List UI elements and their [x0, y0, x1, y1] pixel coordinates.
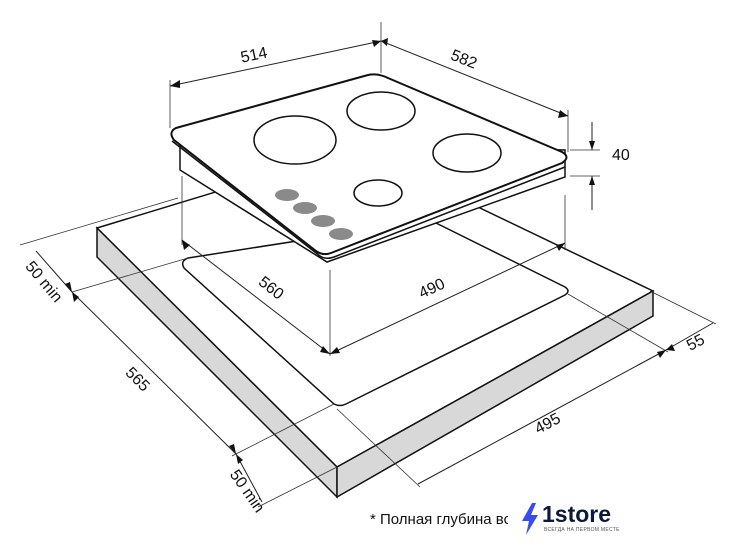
burner-rear-left — [253, 115, 337, 165]
logo-name: 1store — [542, 501, 612, 527]
burner-rear-right — [346, 91, 416, 131]
knob-3 — [311, 215, 335, 227]
burner-front-right — [432, 133, 502, 173]
dim-line-50-left — [35, 250, 73, 293]
knob-4 — [329, 228, 353, 240]
dimension-lines — [35, 38, 714, 503]
label-right-clearance: 55 — [684, 331, 708, 354]
knob-2 — [293, 202, 317, 214]
hob-front-edge — [171, 140, 566, 260]
knob-1 — [275, 189, 299, 201]
countertop-right-side — [336, 289, 654, 499]
store-logo: 1store ВСЕГДА НА ПЕРВОМ МЕСТЕ — [520, 501, 630, 537]
dim-line-55 — [665, 322, 714, 351]
installation-depth-footnote: * Полная глубина вст — [370, 511, 508, 528]
label-countertop-width: 495 — [532, 410, 564, 438]
label-hob-depth: 582 — [448, 47, 479, 73]
dim-line-495 — [417, 349, 667, 485]
dim-line-514 — [169, 40, 382, 87]
dim-line-490 — [329, 242, 566, 355]
label-left-clearance: 50 min — [21, 258, 65, 306]
label-countertop-depth: 565 — [122, 364, 153, 395]
hob — [170, 73, 568, 263]
extension-lines — [19, 22, 717, 508]
dim-line-582 — [380, 40, 569, 117]
lightning-bolt-icon — [522, 503, 538, 535]
label-hob-height: 40 — [612, 147, 630, 164]
label-hob-width: 514 — [239, 44, 269, 66]
dim-line-565 — [71, 291, 237, 455]
hob-glass-top — [170, 73, 568, 256]
burner-small — [353, 179, 403, 207]
logo-tagline: ВСЕГДА НА ПЕРВОМ МЕСТЕ — [544, 527, 620, 533]
dim-line-560 — [181, 239, 331, 355]
